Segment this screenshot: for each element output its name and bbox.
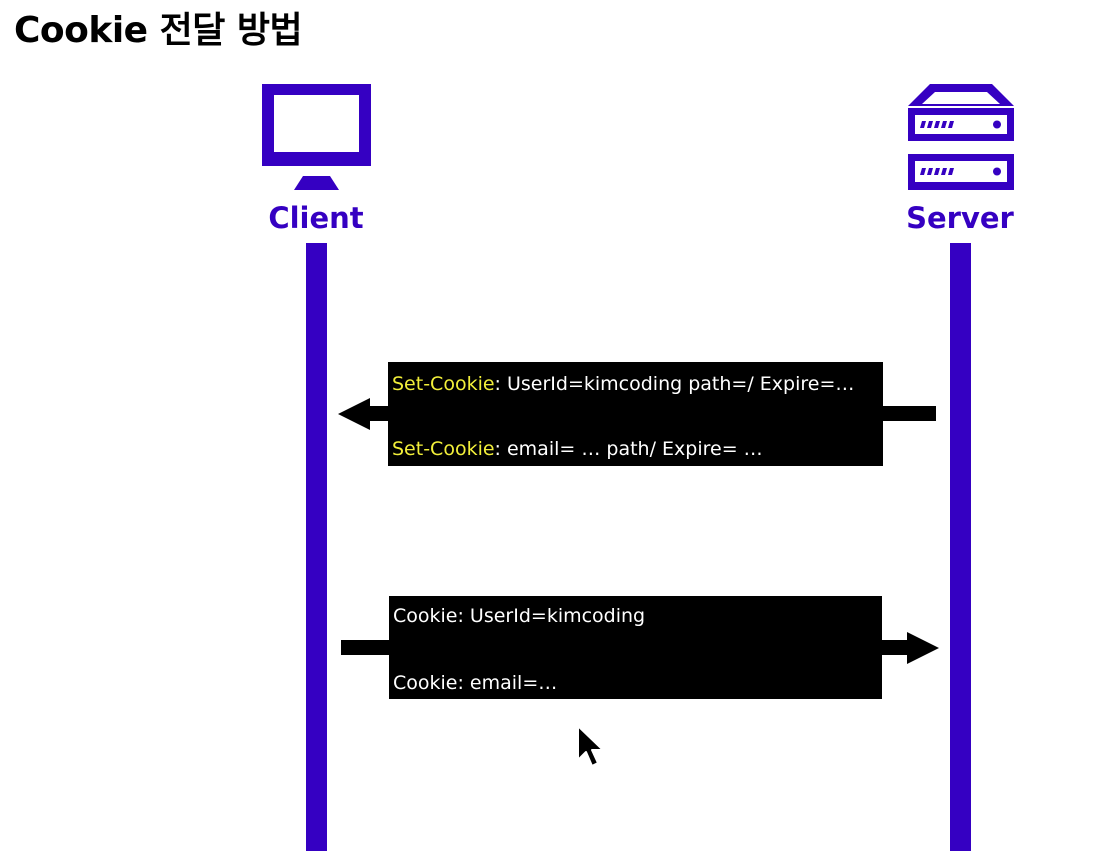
page-title: Cookie 전달 방법 (14, 10, 303, 51)
client-lifeline (306, 243, 327, 851)
header-value: : email= … path/ Expire= … (494, 438, 763, 460)
mouse-cursor-icon (577, 725, 604, 767)
message-line: Set-Cookie: UserId=kimcoding path=/ Expi… (392, 372, 854, 396)
header-value: : UserId=kimcoding path=/ Expire=… (494, 373, 855, 395)
cookie-message: Cookie: UserId=kimcoding Cookie: email=… (389, 596, 882, 699)
message-line: Cookie: email=… (393, 671, 557, 695)
header-name: Set-Cookie (392, 373, 495, 395)
response-arrow-head (338, 398, 370, 430)
monitor-icon (262, 84, 371, 190)
client-label: Client (268, 201, 364, 235)
request-arrow-head (907, 632, 939, 664)
header-text: Cookie: email=… (393, 672, 558, 694)
server-lifeline (950, 243, 971, 851)
header-name: Set-Cookie (392, 438, 495, 460)
message-line: Set-Cookie: email= … path/ Expire= … (392, 437, 763, 461)
server-label: Server (906, 201, 1014, 235)
header-text: Cookie: UserId=kimcoding (393, 605, 646, 627)
message-line: Cookie: UserId=kimcoding (393, 604, 645, 628)
set-cookie-message: Set-Cookie: UserId=kimcoding path=/ Expi… (388, 362, 883, 466)
server-icon (908, 84, 1014, 190)
